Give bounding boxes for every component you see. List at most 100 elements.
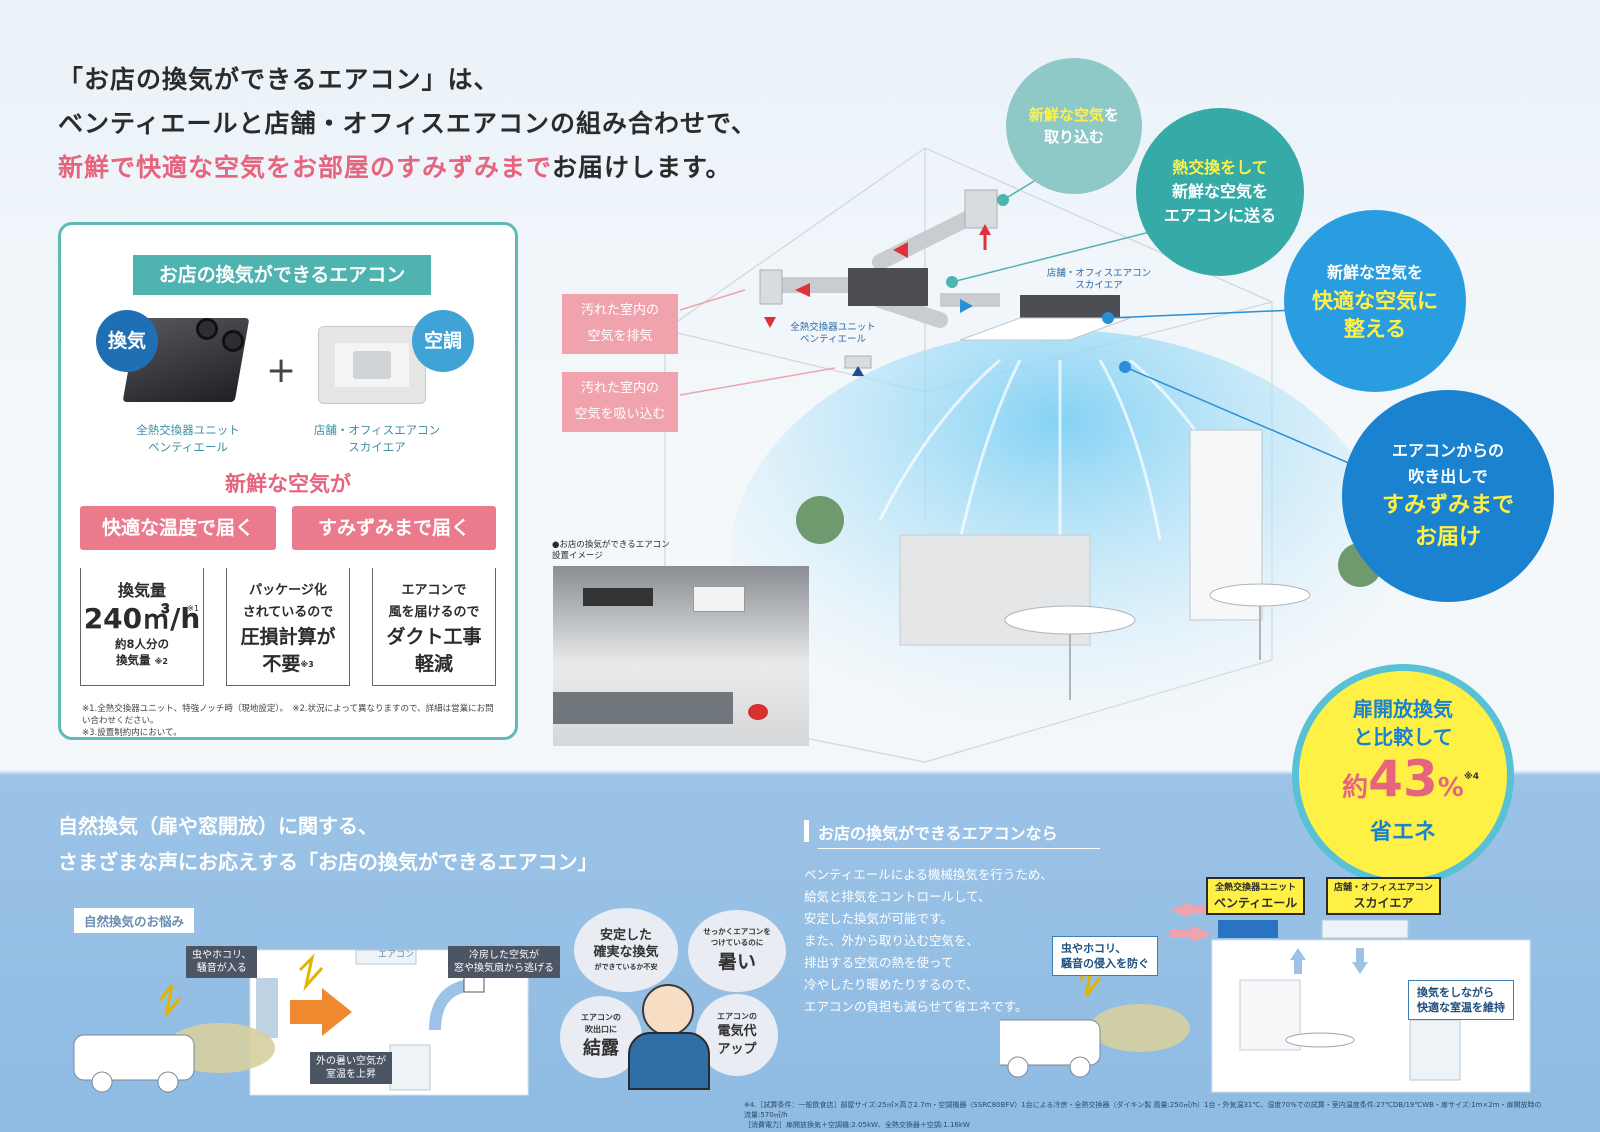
box-vent-line1: 換気をしながら (1417, 986, 1494, 999)
table-icon (1285, 1032, 1355, 1048)
ventiair-unit (848, 268, 928, 306)
headline: 「お店の換気ができるエアコン」は、 ベンティエールと店舗・オフィスエアコンの組み… (58, 58, 757, 190)
tag-cool-line1: 冷房した空気が (469, 950, 539, 961)
box-keep-temp: 換気をしながら 快適な室温を維持 (1408, 980, 1514, 1020)
badge-air-conditioning: 空調 (412, 310, 474, 372)
bubble-deliver-line2: 吹き出しで (1408, 467, 1488, 486)
footnote-2: ※3.設置制約内において。 (82, 728, 182, 738)
skyair-label-line2: スカイエア (1075, 280, 1123, 291)
feature-duct: エアコンで 風を届けるので ダクト工事 軽減 (372, 568, 496, 686)
voice-stable-vent: 安定した 確実な換気 ができているか不安 (574, 908, 678, 992)
ytag-ventiair-line1: 全熱交換器ユニット (1215, 883, 1297, 893)
tag-bugs-line1: 虫やホコリ、 (192, 950, 252, 961)
bottom-heading: 自然換気（扉や窓開放）に関する、 さまざまな声にお応えする「お店の換気ができるエ… (58, 808, 598, 880)
feature-no-calc: パッケージ化 されているので 圧損計算が 不要※3 (226, 568, 350, 686)
bubble-deliver-line1: エアコンからの (1391, 441, 1504, 460)
voice2-line1: せっかくエアコンを (703, 927, 771, 936)
headline-line3: 新鮮で快適な空気をお部屋のすみずみまでお届けします。 (58, 146, 757, 190)
ventiair-label: 全熱交換器ユニット ベンティエール (778, 322, 888, 346)
bubble-heat-line3: エアコンに送る (1163, 206, 1276, 225)
every-corner-label: すみずみまで届く (292, 506, 496, 550)
natural-vent-scene (73, 949, 529, 1096)
headline-line2: ベンティエールと店舗・オフィスエアコンの組み合わせで、 (58, 109, 758, 138)
bubble-intake-hl: 新鮮な空気 (1028, 106, 1104, 124)
right-body: ベンティエールによる機械換気を行うため、 給気と排気をコントロールして、 安定し… (804, 864, 1053, 1018)
feature-duct-sub2: 風を届けるので (388, 605, 480, 620)
bubble-heat-exchange: 熱交換をして 新鮮な空気を エアコンに送る (1136, 108, 1304, 276)
ventiair-label-line1: 全熱交換器ユニット (790, 322, 876, 333)
tag-bugs-line2: 騒音が入る (196, 963, 247, 974)
tag-hot-line2: 室温を上昇 (326, 1069, 376, 1080)
feature-airflow-value: 240㎥/h (83, 602, 201, 635)
hot-air-arrow (290, 988, 352, 1036)
feature-airflow-sub2: 換気量 (116, 653, 151, 667)
comfortable-temp-label: 快適な温度で届く (80, 506, 276, 550)
savings-line3: 省エネ (1369, 820, 1436, 845)
duct-system (759, 189, 1131, 369)
box-vent-line2: 快適な室温を維持 (1417, 1001, 1505, 1014)
voice-hot: せっかくエアコンを つけているのに 暑い (688, 910, 786, 992)
savings-footnote-line2: ［消費電力］扉開放換気＋空調機:2.05kW、全熱交換器＋空調:1.16kW (744, 1121, 970, 1129)
person-body-icon (628, 1032, 710, 1090)
up-arrow (1290, 948, 1306, 974)
window (256, 978, 278, 1038)
savings-badge: 扉開放換気 と比較して 約43% ※4 省エネ (1292, 664, 1514, 886)
skyair-label-line1: 店舗・オフィスエアコン (1046, 268, 1152, 279)
car-icon (73, 1034, 195, 1081)
counter (1409, 1019, 1461, 1081)
dust-cloud (1090, 1004, 1190, 1052)
body-line: 冷やしたり暖めたりするので、 (804, 977, 979, 992)
voice1-line3: ができているか不安 (594, 963, 658, 971)
installation-photo (553, 566, 809, 746)
headline-line1: 「お店の換気ができるエアコン」は、 (58, 65, 500, 94)
voice2-line2: つけているのに (710, 938, 764, 947)
feature-duct-sub1: エアコンで (401, 583, 467, 598)
bubble-condition-hl1: 快適な空気に (1312, 289, 1438, 313)
car-icon (1000, 1019, 1101, 1066)
voice3-line3: 結露 (583, 1038, 619, 1059)
ventiair-unit (1218, 920, 1278, 938)
duct-port-icon (196, 318, 218, 340)
bubble-heat-line2: 新鮮な空気を (1171, 182, 1268, 201)
photo-caption-line1: ●お店の換気ができるエアコン (552, 540, 670, 550)
unit2-caption-line1: 店舗・オフィスエアコン (313, 423, 441, 437)
photo-caption: ●お店の換気ができるエアコン 設置イメージ (552, 540, 670, 562)
photo-red-chair (748, 704, 768, 720)
unit1-caption-line1: 全熱交換器ユニット (136, 423, 240, 437)
voice4-line1: エアコンの (717, 1012, 757, 1021)
intake-arrow (1192, 926, 1212, 942)
unit1-caption-line2: ベンティエール (148, 440, 228, 454)
product-card (58, 222, 518, 740)
ytag-ventiair: 全熱交換器ユニット ベンティエール (1206, 877, 1306, 915)
savings-line2: と比較して (1353, 725, 1453, 749)
table-icon (1004, 605, 1136, 635)
worry-tag: 自然換気のお悩み (74, 908, 195, 933)
bubble-heat-hl: 熱交換をして (1172, 158, 1268, 177)
savings-unit: % (1437, 773, 1464, 803)
plus-icon: + (266, 350, 297, 391)
feature-no-calc-sub1: パッケージ化 (249, 583, 327, 598)
heat-icon (298, 953, 324, 992)
body-line: 排出する空気の熱を使って (804, 955, 954, 970)
feature-duct-bold2: 軽減 (414, 653, 453, 675)
savings-line1: 扉開放換気 (1353, 697, 1453, 721)
table-icon (1209, 583, 1311, 607)
feature-airflow-label: 換気量 (117, 581, 166, 600)
intake-hood (964, 189, 998, 229)
card-footnote: ※1.全熱交換器ユニット、特強ノッチ時（現地設定）。 ※2.状況によって異なりま… (82, 703, 502, 739)
cabinet (389, 1044, 431, 1091)
ventiair-label-line2: ベンティエール (800, 334, 866, 345)
feature-no-calc-bold1: 圧損計算が (240, 626, 336, 648)
savings-footnote: ※4.［試算条件：一般飲食店］部屋サイズ:25㎡×高さ2.7m・空調機器（SSR… (744, 1100, 1544, 1130)
label-exhaust: 汚れた室内の 空気を排気 (562, 294, 678, 354)
bubble-intake: 新鮮な空気を 取り込む (1006, 58, 1142, 194)
tag-bugs: 虫やホコリ、 騒音が入る (186, 946, 258, 978)
sub-heading-bar (804, 820, 809, 842)
voice4-line2: 電気代 (717, 1024, 757, 1039)
savings-prefix: 約 (1342, 773, 1369, 803)
savings-note: ※4 (1463, 772, 1479, 782)
tag-ac: エアコン (378, 950, 415, 960)
ytag-ventiair-line2: ベンティエール (1214, 896, 1298, 910)
skyair-label: 店舗・オフィスエアコン スカイエア (1040, 268, 1158, 292)
feature-no-calc-bold2: 不要 (262, 653, 301, 675)
